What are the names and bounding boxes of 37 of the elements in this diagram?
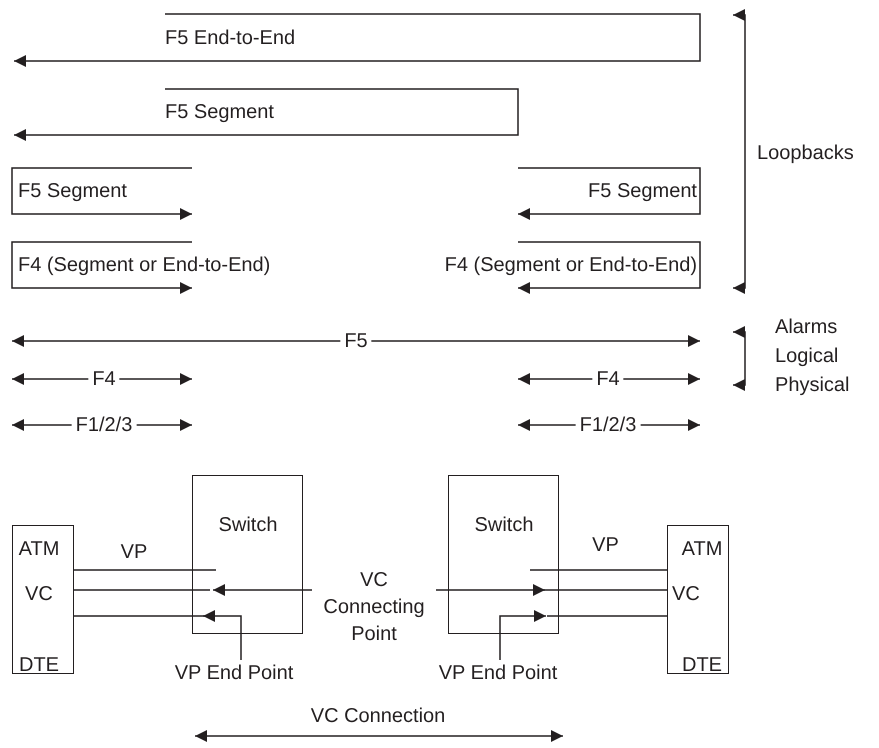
flow-label: F4 (Segment or End-to-End) [444, 254, 697, 276]
device-label: Switch [474, 514, 534, 536]
group-label: Logical [775, 345, 838, 367]
group-label: Loopbacks [757, 142, 854, 164]
link-line [543, 589, 667, 591]
edge-label: VP [120, 541, 148, 563]
end-point-label: VP End Point [426, 660, 570, 687]
device-label: Switch [218, 514, 278, 536]
channel-label: VC [25, 583, 53, 605]
switch-box [448, 475, 559, 634]
link-line [74, 569, 216, 571]
link-line [547, 615, 667, 617]
arrow [436, 584, 545, 596]
flow-label: F5 Segment [165, 101, 274, 123]
leader-arrow [499, 610, 546, 660]
leader-arrow [203, 610, 242, 660]
link-line [74, 589, 210, 591]
group-label: Alarms [775, 316, 838, 338]
span-label: VC Connection [310, 705, 446, 727]
device-label: ATM [682, 538, 722, 560]
flow-label: F5 Segment [588, 180, 697, 202]
edge-label: VP [592, 534, 619, 556]
switch-box [192, 475, 303, 634]
arrow [213, 584, 312, 596]
channel-label: VC [672, 583, 700, 605]
link-line [530, 569, 667, 571]
flow-label: F4 (Segment or End-to-End) [18, 254, 270, 276]
flow-label: F5 End-to-End [165, 27, 296, 49]
device-label: DTE [19, 654, 59, 676]
terminal-box [12, 525, 74, 674]
device-label: DTE [682, 654, 722, 676]
end-point-label: VP End Point [162, 660, 306, 687]
terminal-box [667, 525, 729, 674]
device-label: ATM [18, 538, 60, 560]
flow-label: F5 Segment [18, 180, 127, 202]
group-label: Physical [775, 374, 850, 396]
link-line [74, 615, 206, 617]
